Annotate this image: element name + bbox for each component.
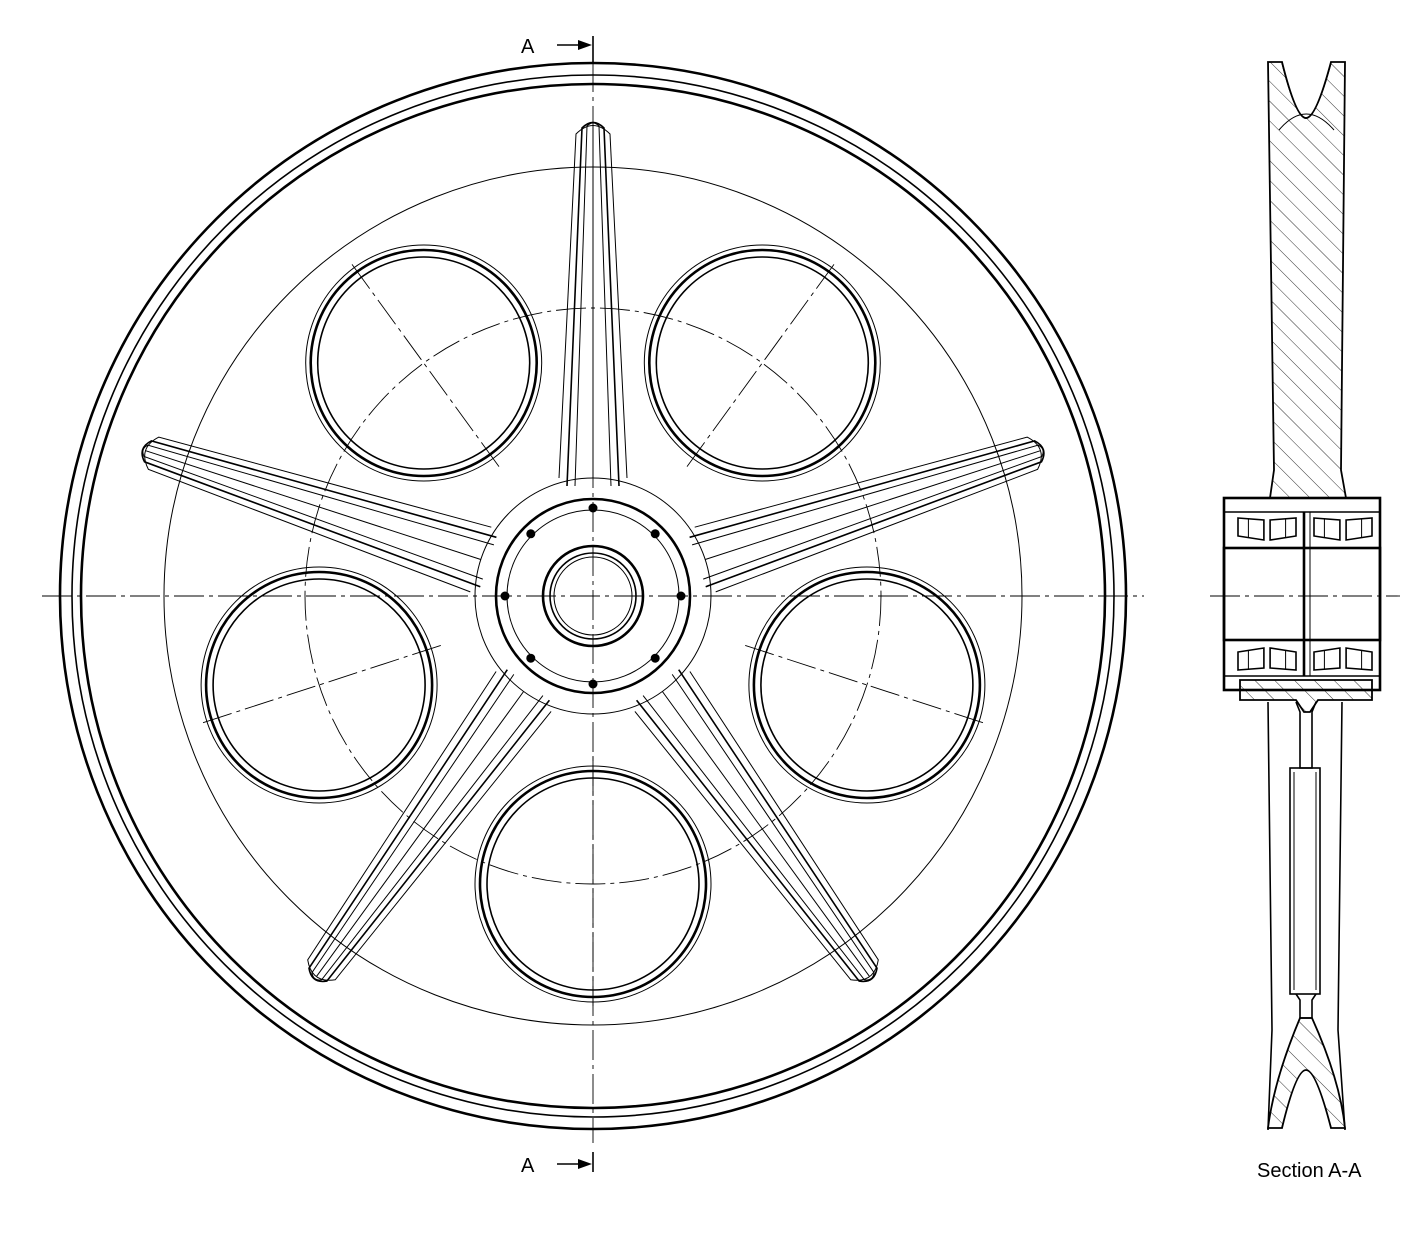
lightening-hole — [643, 244, 881, 482]
section-neck-lower — [1295, 993, 1317, 1019]
section-upper-groove — [1281, 61, 1332, 119]
spoke — [634, 669, 879, 983]
section-bar — [1289, 767, 1321, 995]
lightening-hole — [305, 244, 543, 482]
section-upper-fillet — [1278, 113, 1335, 131]
section-lower-web-left — [1267, 701, 1273, 1131]
section-marker-bottom — [557, 1152, 594, 1172]
section-caption: Section A-A — [1257, 1160, 1362, 1182]
flange-bolt — [650, 529, 660, 539]
flange-bolt — [526, 529, 536, 539]
bearing-roller-pair — [1313, 647, 1373, 671]
bearing-roller-pair — [1237, 647, 1297, 671]
front-view: A A — [42, 36, 1144, 1177]
bearing-roller-pair — [1313, 517, 1373, 541]
lightening-hole — [745, 566, 986, 804]
bearing-inner-sleeve — [1222, 546, 1382, 642]
spoke — [141, 436, 497, 593]
section-hub-lower — [1239, 679, 1373, 713]
section-marker-label-bottom: A — [521, 1155, 535, 1177]
bearing-housing — [1222, 496, 1382, 692]
section-marker-label-top: A — [521, 36, 535, 58]
flange-bolt — [526, 653, 536, 663]
spoke — [689, 436, 1045, 593]
section-view: Section A-A — [1210, 61, 1400, 1182]
bearing-roller-pair — [1237, 517, 1297, 541]
spoke — [307, 669, 552, 983]
section-lower-groove — [1281, 1069, 1332, 1129]
section-upper-web — [1267, 61, 1348, 499]
section-marker-top — [557, 36, 594, 62]
section-lower-web-right — [1337, 701, 1346, 1131]
lightening-hole — [200, 566, 441, 804]
flange-bolt — [650, 653, 660, 663]
spokes — [141, 121, 1045, 983]
bearing-rollers — [1237, 517, 1373, 671]
